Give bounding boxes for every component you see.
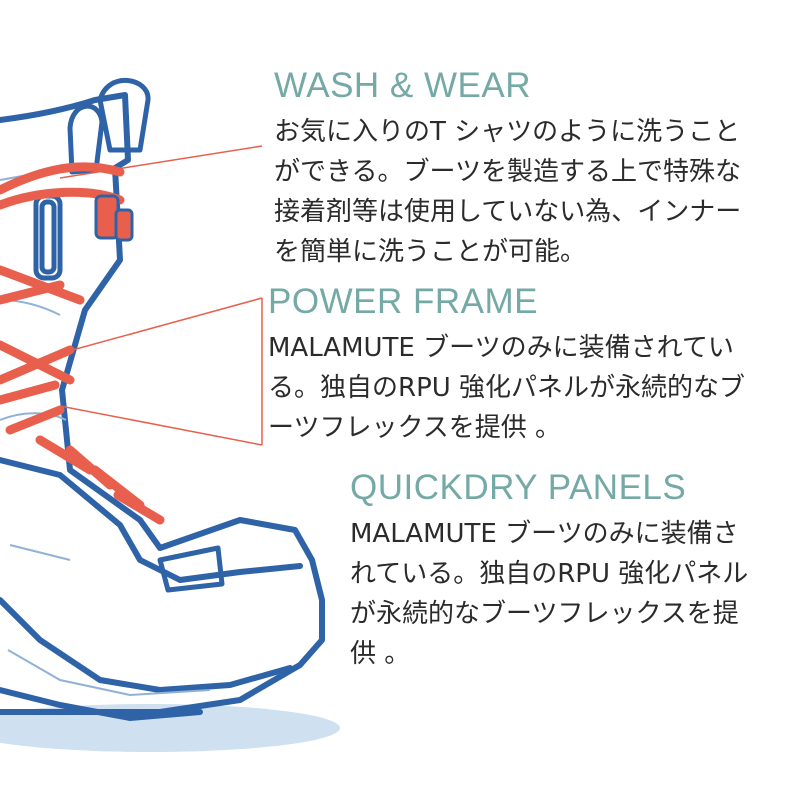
- body-line: 供 。: [350, 639, 411, 669]
- section-body-wash-wear: お気に入りのT シャツのように洗うこと ができる。ブーツを製造する上で特殊な 接…: [274, 112, 741, 272]
- body-line: ができる。ブーツを製造する上で特殊な: [274, 157, 741, 187]
- boot-shadow: [0, 704, 340, 752]
- section-title-quickdry-panels: QUICKDRY PANELS: [350, 468, 687, 507]
- body-line: MALAMUTE ブーツのみに装備さ: [350, 519, 739, 549]
- leader-line-power-top: [35, 297, 263, 361]
- section-title-power-frame: POWER FRAME: [268, 282, 538, 321]
- body-line: ーツフレックスを提供 。: [268, 413, 561, 443]
- leader-line-wash: [59, 145, 263, 179]
- body-line: が永続的なブーツフレックスを提: [350, 599, 739, 629]
- body-line: MALAMUTE ブーツのみに装備されてい: [268, 333, 734, 363]
- body-line: れている。独自のRPU 強化パネル: [350, 559, 749, 589]
- body-line: お気に入りのT シャツのように洗うこと: [274, 117, 741, 147]
- body-line: を簡単に洗うことが可能。: [274, 237, 587, 267]
- body-line: る。独自のRPU 強化パネルが永続的なブ: [268, 373, 746, 403]
- callout-leader-lines: [35, 145, 263, 446]
- section-title-wash-wear: WASH & WEAR: [274, 66, 531, 105]
- section-body-quickdry-panels: MALAMUTE ブーツのみに装備さ れている。独自のRPU 強化パネル が永続…: [350, 514, 748, 674]
- stitching-lines: [0, 164, 211, 697]
- leader-line-power-bottom: [59, 405, 263, 446]
- section-body-power-frame: MALAMUTE ブーツのみに装備されてい る。独自のRPU 強化パネルが永続的…: [268, 328, 745, 448]
- body-line: 接着剤等は使用していない為、インナー: [274, 197, 742, 227]
- lace-lock: [94, 194, 134, 242]
